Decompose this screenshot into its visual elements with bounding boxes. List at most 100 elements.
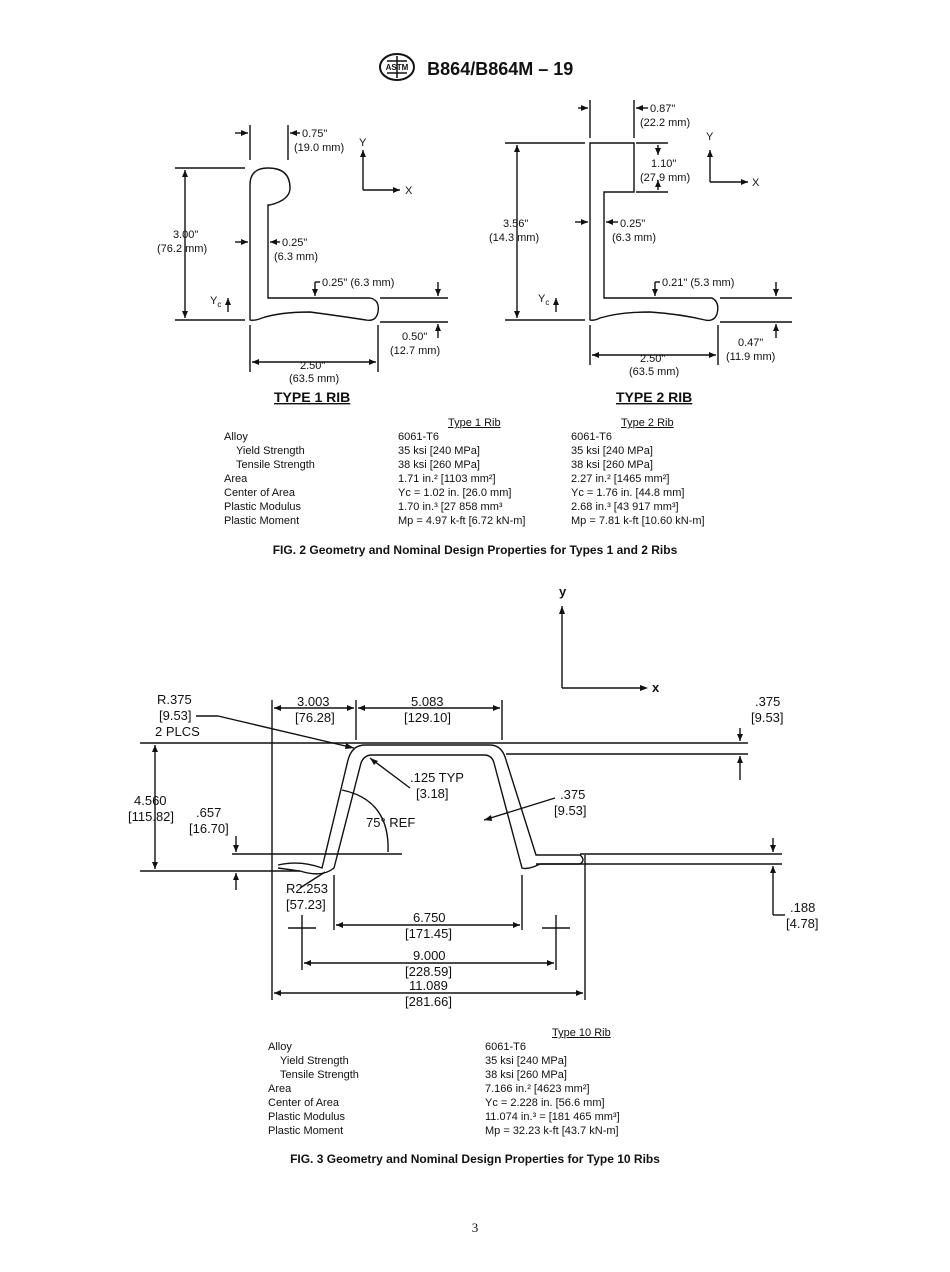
type10-value: Yc = 2.228 in. [56.6 mm] xyxy=(485,1097,605,1109)
h4560-mm: [115.82] xyxy=(128,809,174,824)
type1-title: TYPE 1 RIB xyxy=(274,389,350,405)
d5083: 5.083 xyxy=(411,694,444,709)
t375-mm: [9.53] xyxy=(751,710,784,725)
d11089: 11.089 xyxy=(409,978,448,993)
t1-top-width: 0.75" xyxy=(302,128,327,140)
d9000-mm: [228.59] xyxy=(405,964,452,979)
fig2-drawing: 0.75" (19.0 mm) 3.00" (76.2 mm) 0.25" (6… xyxy=(157,100,792,405)
type1-value: 1.70 in.³ [27 858 mm³ xyxy=(398,501,503,513)
type2-value: 2.68 in.³ [43 917 mm³] xyxy=(571,501,679,513)
d11089-mm: [281.66] xyxy=(405,994,452,1009)
w375: .375 xyxy=(560,787,585,802)
r2253-mm: [57.23] xyxy=(286,897,326,912)
property-label: Yield Strength xyxy=(280,1055,349,1067)
t2-top-width-mm: (22.2 mm) xyxy=(640,117,690,129)
type1-rib-profile xyxy=(249,167,380,322)
svg-text:ASTM: ASTM xyxy=(385,63,408,72)
page-number: 3 xyxy=(471,1220,479,1235)
t1-flange: 0.25" (6.3 mm) xyxy=(322,277,394,289)
t1-height: 3.00" xyxy=(173,229,198,241)
type10-value: 38 ksi [260 MPa] xyxy=(485,1069,567,1081)
col-header-type1: Type 1 Rib xyxy=(448,417,501,429)
property-label: Plastic Modulus xyxy=(224,501,302,513)
col-header-type10: Type 10 Rib xyxy=(552,1027,611,1039)
h4560: 4.560 xyxy=(134,793,167,808)
r2253: R2.253 xyxy=(286,881,328,896)
fig3-drawing: y x R.375 [9.53] 2 PLCS 3.003 [76.28] 5.… xyxy=(128,584,819,1009)
t2-bottom: 0.47" xyxy=(738,337,763,349)
t1-bottom-mm: (12.7 mm) xyxy=(390,345,440,357)
t2-top-width: 0.87" xyxy=(650,103,675,115)
document-designation: B864/B864M – 19 xyxy=(427,59,574,79)
type2-value: 6061-T6 xyxy=(571,431,612,443)
t2-web-mm: (6.3 mm) xyxy=(612,232,656,244)
property-label: Plastic Moment xyxy=(224,515,300,527)
t2-height-mm: (14.3 mm) xyxy=(489,232,539,244)
angle-ref: 75° REF xyxy=(366,815,415,830)
w375-mm: [9.53] xyxy=(554,803,587,818)
property-label: Plastic Modulus xyxy=(268,1111,346,1123)
t2-bottom-mm: (11.9 mm) xyxy=(726,351,775,363)
type2-value: Mp = 7.81 k-ft [10.60 kN-m] xyxy=(571,515,705,527)
t1-axis-y: Y xyxy=(359,137,367,149)
typ125: .125 TYP xyxy=(410,770,464,785)
property-label: Tensile Strength xyxy=(236,459,315,471)
d5083-mm: [129.10] xyxy=(404,710,451,725)
d188: .188 xyxy=(790,900,815,915)
property-label: Alloy xyxy=(268,1041,292,1053)
type10-value: 11.074 in.³ = [181 465 mm³] xyxy=(485,1111,620,1123)
type1-value: Yc = 1.02 in. [26.0 mm] xyxy=(398,487,512,499)
type10-value: 7.166 in.² [4623 mm²] xyxy=(485,1083,590,1095)
t2-lip: 1.10" xyxy=(651,158,676,170)
type10-value: Mp = 32.23 k-ft [43.7 kN-m] xyxy=(485,1125,619,1137)
d188-mm: [4.78] xyxy=(786,916,819,931)
type1-value: 6061-T6 xyxy=(398,431,439,443)
type10-value: 35 ksi [240 MPa] xyxy=(485,1055,567,1067)
d3003-mm: [76.28] xyxy=(295,710,335,725)
page-header: ASTM B864/B864M – 19 xyxy=(0,52,950,87)
fig3-caption: FIG. 3 Geometry and Nominal Design Prope… xyxy=(290,1152,660,1166)
property-label: Center of Area xyxy=(268,1097,339,1109)
typ125-mm: [3.18] xyxy=(416,786,449,801)
t1-axis-x: X xyxy=(405,185,413,197)
type2-value: 35 ksi [240 MPa] xyxy=(571,445,653,457)
t1-web-mm: (6.3 mm) xyxy=(274,251,318,263)
fig2-caption: FIG. 2 Geometry and Nominal Design Prope… xyxy=(272,543,678,557)
r375-mm: [9.53] xyxy=(159,708,192,723)
t1-width-mm: (63.5 mm) xyxy=(289,373,339,385)
d6750-mm: [171.45] xyxy=(405,926,452,941)
fig3-axis-y: y xyxy=(559,584,567,599)
d3003: 3.003 xyxy=(297,694,330,709)
t2-flange: 0.21" (5.3 mm) xyxy=(662,277,734,289)
t2-web: 0.25" xyxy=(620,218,645,230)
type2-title: TYPE 2 RIB xyxy=(616,389,692,405)
t1-height-mm: (76.2 mm) xyxy=(157,243,207,255)
t1-bottom: 0.50" xyxy=(402,331,427,343)
t2-axis-x: X xyxy=(752,177,760,189)
t2-width: 2.50" xyxy=(640,353,665,365)
h657: .657 xyxy=(196,805,221,820)
property-label: Area xyxy=(268,1083,292,1095)
type1-value: 38 ksi [260 MPa] xyxy=(398,459,480,471)
type1-value: Mp = 4.97 k-ft [6.72 kN-m] xyxy=(398,515,526,527)
type2-value: Yc = 1.76 in. [44.8 mm] xyxy=(571,487,685,499)
t2-height: 3.56" xyxy=(503,218,528,230)
type2-value: 2.27 in.² [1465 mm²] xyxy=(571,473,670,485)
type1-value: 35 ksi [240 MPa] xyxy=(398,445,480,457)
type2-rib-profile xyxy=(589,142,719,322)
t1-top-width-mm: (19.0 mm) xyxy=(294,142,344,154)
t2-yc: Yc xyxy=(538,293,549,307)
t1-yc: Yc xyxy=(210,295,221,309)
property-label: Alloy xyxy=(224,431,248,443)
t2-lip-mm: (27.9 mm) xyxy=(640,172,690,184)
d6750: 6.750 xyxy=(413,910,446,925)
t1-web: 0.25" xyxy=(282,237,307,249)
property-label: Center of Area xyxy=(224,487,295,499)
fig3-axis-x: x xyxy=(652,680,660,695)
astm-logo-icon: ASTM xyxy=(377,52,417,87)
type2-value: 38 ksi [260 MPa] xyxy=(571,459,653,471)
d9000: 9.000 xyxy=(413,948,446,963)
type10-value: 6061-T6 xyxy=(485,1041,526,1053)
